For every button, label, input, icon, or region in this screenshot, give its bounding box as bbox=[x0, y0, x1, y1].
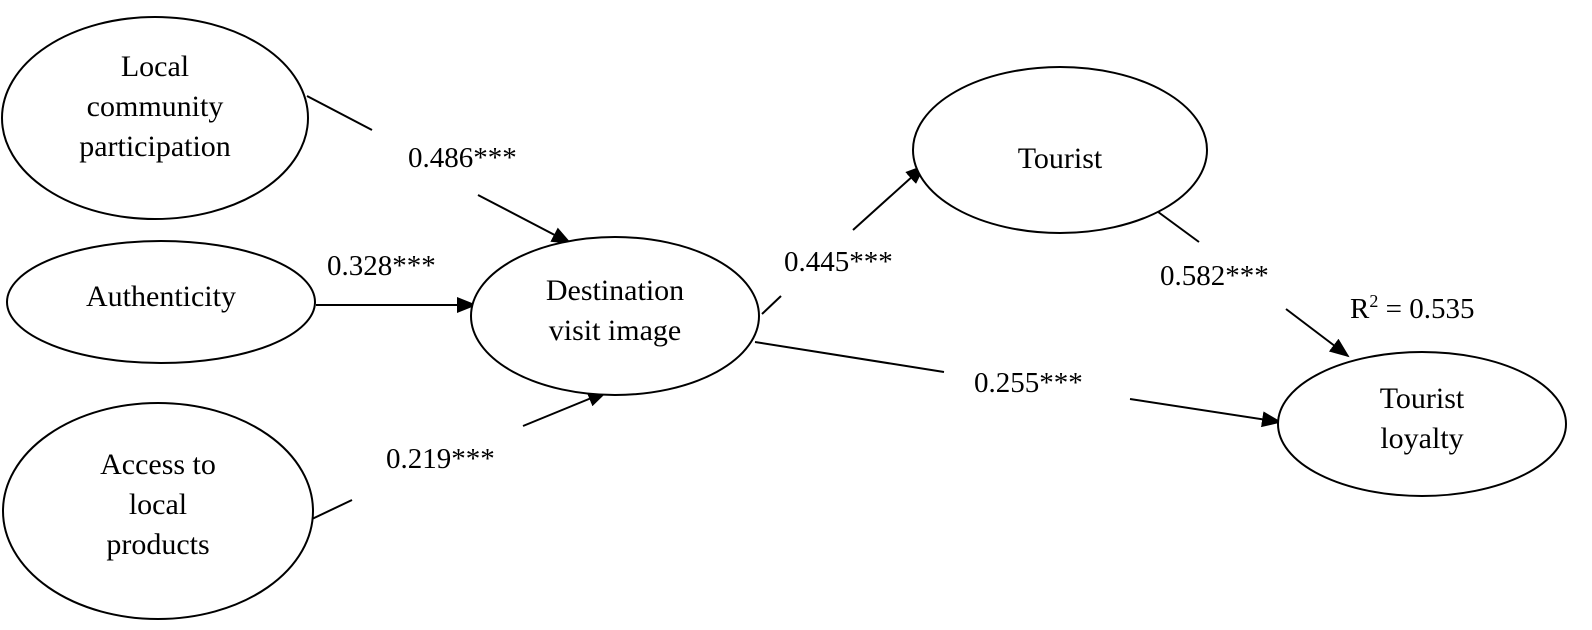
node-label-line: participation bbox=[79, 130, 231, 163]
edge-destination-to-tourist bbox=[761, 164, 926, 315]
node-access-to-local-products: Access to local products bbox=[2, 402, 314, 620]
coefficient-local-community: 0.486*** bbox=[408, 142, 517, 174]
node-tourist-loyalty: Tourist loyalty bbox=[1277, 351, 1567, 497]
coefficient-authenticity: 0.328*** bbox=[327, 250, 436, 282]
coefficient-destination-to-tourist: 0.445*** bbox=[784, 246, 893, 278]
node-label-line: Tourist bbox=[1018, 142, 1103, 175]
r-squared-value: = 0.535 bbox=[1378, 293, 1474, 325]
node-label-line: Access to bbox=[100, 448, 216, 481]
node-label-line: Authenticity bbox=[86, 280, 236, 313]
coefficient-tourist-to-loyalty: 0.582*** bbox=[1160, 260, 1269, 292]
edge-access-to-destination bbox=[311, 391, 608, 520]
edge-destination-to-loyalty bbox=[754, 341, 1282, 428]
edge-local-to-destination bbox=[306, 95, 572, 244]
node-label-line: Local bbox=[121, 50, 189, 83]
coefficient-destination-to-loyalty: 0.255*** bbox=[974, 367, 1083, 399]
node-label-line: Destination bbox=[546, 274, 684, 307]
node-label-line: local bbox=[129, 488, 187, 521]
node-label-line: Tourist bbox=[1380, 382, 1465, 415]
r-squared-exponent: 2 bbox=[1369, 291, 1378, 311]
node-label-line: visit image bbox=[549, 314, 681, 347]
coefficient-access-local-products: 0.219*** bbox=[386, 443, 495, 475]
node-label-line: loyalty bbox=[1380, 422, 1463, 455]
node-tourist: Tourist bbox=[912, 66, 1208, 234]
node-authenticity: Authenticity bbox=[6, 240, 316, 364]
r-squared-label: R2 = 0.535 bbox=[1350, 291, 1474, 325]
node-label-line: community bbox=[87, 90, 224, 123]
node-local-community-participation: Local community participation bbox=[1, 16, 309, 220]
node-label-line: products bbox=[106, 528, 209, 561]
node-destination-visit-image: Destination visit image bbox=[470, 236, 760, 396]
r-squared-prefix: R bbox=[1350, 293, 1370, 325]
